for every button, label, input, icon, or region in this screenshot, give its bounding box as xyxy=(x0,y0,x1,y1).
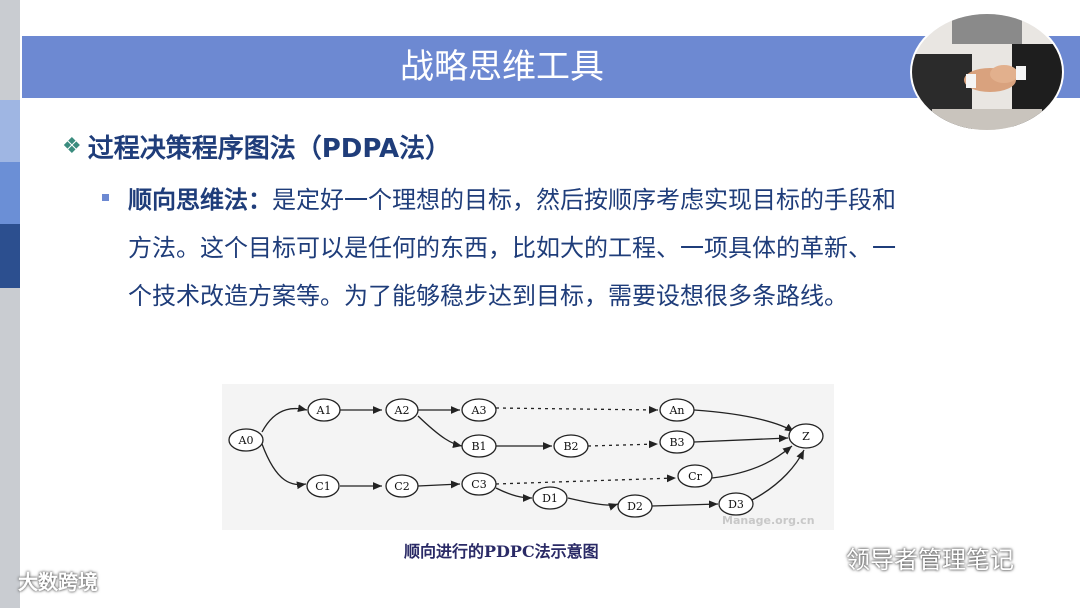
bullet-text-line-1: 是定好一个理想的目标，然后按顺序考虑实现目标的手段和 xyxy=(272,186,896,214)
section-heading: ❖ 过程决策程序图法（PDPA法） xyxy=(62,128,451,164)
node-label: B2 xyxy=(563,440,578,453)
node-label: A1 xyxy=(316,404,332,417)
edge xyxy=(496,488,532,498)
stripe-segment xyxy=(0,0,20,100)
node-label: D2 xyxy=(627,500,643,513)
bullet-paragraph: 顺向思维法：是定好一个理想的目标，然后按顺序考虑实现目标的手段和 方法。这个目标… xyxy=(104,176,1004,320)
bullet-text-line-3: 个技术改造方案等。为了能够稳步达到目标，需要设想很多条路线。 xyxy=(128,272,1004,320)
edge xyxy=(418,416,462,446)
node-label: An xyxy=(668,404,684,417)
watermark-left: 大数跨境 xyxy=(18,566,98,595)
watermark-right: 领导者管理笔记 xyxy=(810,540,1014,575)
pdpc-flow-svg: A0 A1 A2 A3 An B1 B2 B3 C1 C2 C3 Cr D1 D… xyxy=(222,384,834,530)
dashed-edge xyxy=(496,408,658,410)
node-label: D3 xyxy=(728,498,744,511)
edge xyxy=(712,446,792,478)
handshake-image xyxy=(912,14,1062,130)
edge xyxy=(652,504,718,506)
node-label: B1 xyxy=(471,440,486,453)
pdpc-diagram: A0 A1 A2 A3 An B1 B2 B3 C1 C2 C3 Cr D1 D… xyxy=(222,384,834,530)
dashed-edge xyxy=(496,478,676,484)
stripe-segment xyxy=(0,100,20,162)
edge xyxy=(418,484,460,486)
bullet-text: 顺向思维法：是定好一个理想的目标，然后按顺序考虑实现目标的手段和 方法。这个目标… xyxy=(128,176,1004,320)
node-label: A0 xyxy=(238,434,254,447)
diagram-caption: 顺向进行的PDPC法示意图 xyxy=(404,538,599,562)
node-label: Z xyxy=(802,430,810,443)
handshake-photo xyxy=(912,14,1062,130)
node-label: A3 xyxy=(471,404,487,417)
watermark-right-text: 领导者管理笔记 xyxy=(846,540,1014,575)
edge xyxy=(262,444,306,485)
node-label: C1 xyxy=(315,480,330,493)
diamond-bullet-icon: ❖ xyxy=(62,134,82,159)
bullet-line-1: 顺向思维法：是定好一个理想的目标，然后按顺序考虑实现目标的手段和 xyxy=(128,176,1004,224)
node-label: C3 xyxy=(471,478,486,491)
watermark-left-text: 大数跨境 xyxy=(18,570,98,594)
side-stripe xyxy=(0,0,20,608)
edge xyxy=(262,409,307,432)
dashed-edge xyxy=(588,444,658,446)
stripe-segment xyxy=(0,288,20,608)
node-label: Cr xyxy=(688,470,702,483)
stripe-segment xyxy=(0,162,20,224)
edge xyxy=(752,450,804,500)
edge xyxy=(568,498,618,505)
bullet-text-line-2: 方法。这个目标可以是任何的东西，比如大的工程、一项具体的革新、一 xyxy=(128,224,1004,272)
square-bullet-icon xyxy=(102,194,109,201)
node-label: D1 xyxy=(542,492,558,505)
diagram-watermark: Manage.org.cn xyxy=(722,514,815,527)
stripe-segment xyxy=(0,224,20,288)
node-label: A2 xyxy=(394,404,410,417)
slide-title: 战略思维工具 xyxy=(22,36,982,98)
node-label: B3 xyxy=(669,436,684,449)
wechat-icon xyxy=(810,546,840,570)
node-label: C2 xyxy=(394,480,409,493)
edge xyxy=(694,410,794,432)
heading-text: 过程决策程序图法（PDPA法） xyxy=(88,128,451,165)
bullet-term: 顺向思维法： xyxy=(128,186,272,214)
edge xyxy=(694,438,788,442)
